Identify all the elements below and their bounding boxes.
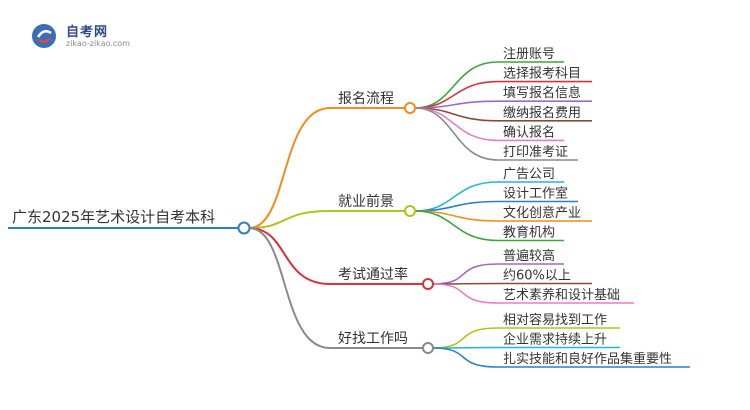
leaf-connector xyxy=(432,283,499,304)
branch-node xyxy=(422,342,434,354)
leaf-label: 确认报名 xyxy=(503,124,555,140)
leaf-connector xyxy=(414,61,499,109)
branch-node xyxy=(404,102,416,114)
leaf-label: 填写报名信息 xyxy=(503,85,581,101)
leaf-label: 艺术素养和设计基础 xyxy=(503,287,620,303)
logo-title: 自考网 xyxy=(66,25,109,40)
leaf-connector xyxy=(414,181,499,212)
leaf-connector xyxy=(432,263,499,285)
logo: 自考网 zikao-zikao.com xyxy=(30,20,150,56)
leaf-connector xyxy=(414,107,499,161)
root-node xyxy=(237,221,251,235)
leaf-label: 普遍较高 xyxy=(503,248,555,264)
leaf-label: 选择报考科目 xyxy=(503,67,581,82)
leaf-label: 约60%以上 xyxy=(503,269,571,284)
leaf-label: 企业需求持续上升 xyxy=(503,332,607,348)
logo-mark-icon xyxy=(32,24,56,48)
leaf-connector xyxy=(432,347,499,368)
leaf-label: 缴纳报名费用 xyxy=(503,105,581,121)
root-label: 广东2025年艺术设计自考本科 xyxy=(12,208,215,226)
leaf-label: 广告公司 xyxy=(503,167,555,182)
leaf-label: 教育机构 xyxy=(503,225,555,241)
branch-node xyxy=(404,205,416,217)
branch-label: 就业前景 xyxy=(338,193,394,210)
branch-connector xyxy=(248,227,331,349)
branch-connector xyxy=(248,227,331,285)
branch-label: 考试通过率 xyxy=(338,266,408,283)
logo-subtitle: zikao-zikao.com xyxy=(66,39,130,48)
leaf-connector xyxy=(414,210,499,242)
leaf-label: 文化创意产业 xyxy=(503,205,581,221)
leaf-connector xyxy=(414,100,499,109)
branch-label: 好找工作吗 xyxy=(338,331,408,347)
leaf-connector xyxy=(432,327,499,349)
leaf-label: 注册账号 xyxy=(503,47,555,62)
branch-connector xyxy=(248,107,331,229)
leaf-label: 扎实技能和良好作品集重要性 xyxy=(503,351,672,367)
leaf-label: 相对容易找到工作 xyxy=(503,312,607,328)
leaf-label: 打印准考证 xyxy=(503,145,568,160)
branch-label: 报名流程 xyxy=(338,91,394,107)
leaf-label: 设计工作室 xyxy=(503,186,568,202)
branch-node xyxy=(422,278,434,290)
branch-connector xyxy=(248,210,331,229)
